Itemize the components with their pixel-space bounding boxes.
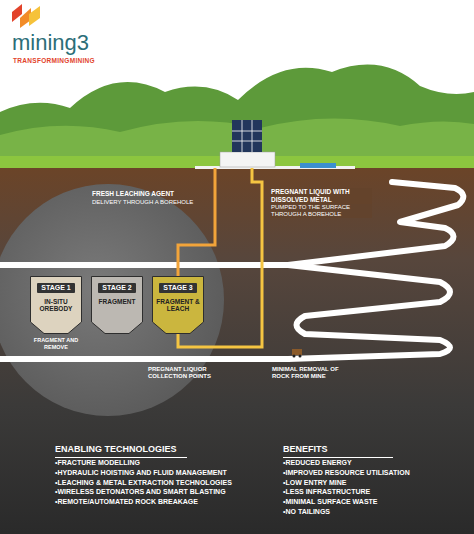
cart-wheel — [293, 355, 296, 358]
section-heading: ENABLING TECHNOLOGIES — [55, 444, 177, 455]
mountains — [0, 65, 474, 165]
orebody-zone — [0, 184, 224, 416]
upper-drive — [0, 262, 290, 268]
stage-number: STAGE 1 — [37, 283, 74, 293]
list-item: •NO TAILINGS — [283, 508, 330, 516]
cart-wheel — [299, 355, 302, 358]
callout-title: PREGNANT LIQUID WITH DISSOLVED METAL — [270, 188, 372, 204]
processing-plant — [220, 152, 275, 167]
container-outline — [153, 277, 204, 334]
logo-tagline: TRANSFORMINGMINING — [13, 57, 95, 65]
stage-container: STAGE 2 FRAGMENT — [91, 276, 143, 334]
container-outline — [92, 277, 143, 334]
solar-panel — [232, 120, 262, 152]
list-item: •HYDRAULIC HOISTING AND FLUID MANAGEMENT — [55, 469, 227, 477]
heading-rule — [283, 457, 393, 458]
callout-text: PUMPED TO THE SURFACE THROUGH A BOREHOLE — [270, 204, 372, 218]
list-item: •LEACHING & METAL EXTRACTION TECHNOLOGIE… — [55, 479, 232, 487]
stage-number: STAGE 3 — [159, 283, 196, 293]
solar-grid — [232, 120, 262, 152]
callout-text: MINIMAL REMOVAL OF ROCK FROM MINE — [272, 366, 356, 380]
list-item: •REDUCED ENERGY — [283, 459, 352, 467]
callout-text: PREGNANT LIQUOR COLLECTION POINTS — [148, 366, 232, 380]
list-item: •LOW ENTRY MINE — [283, 479, 347, 487]
list-item: •WIRELESS DETONATORS AND SMART BLASTING — [55, 488, 226, 496]
stage-container: STAGE 1 IN-SITU OREBODY — [30, 276, 82, 334]
stage-note: FRAGMENT AND REMOVE — [24, 337, 88, 350]
container-outline — [31, 277, 82, 334]
stage-name: IN-SITU OREBODY — [33, 298, 79, 313]
callout-title: FRESH LEACHING AGENT — [92, 190, 174, 198]
logo-wordmark: mining3 — [12, 30, 89, 56]
list-item: •LESS INFRASTRUCTURE — [283, 488, 370, 496]
list-item: •IMPROVED RESOURCE UTILISATION — [283, 469, 410, 477]
mine-cart — [292, 349, 302, 355]
pond — [300, 163, 336, 168]
heading-rule — [55, 457, 187, 458]
list-item: •MINIMAL SURFACE WASTE — [283, 498, 378, 506]
stage-number: STAGE 2 — [98, 283, 135, 293]
stage-name: FRAGMENT — [94, 298, 140, 305]
fresh-leach-pipe — [178, 168, 215, 276]
callout-text: DELIVERY THROUGH A BOREHOLE — [92, 199, 193, 206]
stage-container: STAGE 3 FRAGMENT & LEACH — [152, 276, 204, 334]
section-heading: BENEFITS — [283, 444, 328, 455]
logo-mark — [29, 6, 40, 26]
stage-name: FRAGMENT & LEACH — [155, 298, 201, 313]
list-item: •REMOTE/AUTOMATED ROCK BREAKAGE — [55, 498, 198, 506]
lower-drive — [0, 356, 290, 362]
list-item: •FRACTURE MODELLING — [55, 459, 140, 467]
